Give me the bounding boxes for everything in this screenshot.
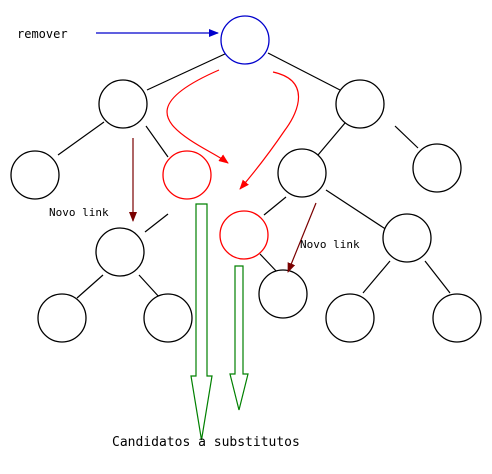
edge-rl-rlr <box>325 189 391 233</box>
candidate-arrow-left <box>190 203 213 441</box>
edge-root-right <box>267 52 341 91</box>
removed-root-node <box>220 15 270 65</box>
edge-rlr-leaf1 <box>362 260 391 294</box>
tree-node <box>95 227 145 277</box>
edge-root-left <box>146 52 228 91</box>
candidate-arrow-right <box>229 265 249 411</box>
tree-node <box>277 148 327 198</box>
candidate-node-left <box>162 150 212 200</box>
edge-lm-leaf1 <box>76 274 104 299</box>
tree-node <box>432 293 482 343</box>
search-path-left <box>166 69 229 164</box>
new-link-label-right: Novo link <box>300 238 360 251</box>
candidates-caption: Candidatos a substitutos <box>112 435 300 450</box>
tree-node <box>382 213 432 263</box>
tree-nodes <box>10 15 482 343</box>
tree-node <box>37 293 87 343</box>
search-path-right <box>239 71 300 190</box>
tree-node <box>335 79 385 129</box>
tree-edges <box>57 52 451 299</box>
edge-candidate-child <box>144 213 169 233</box>
tree-node <box>412 143 462 193</box>
tree-node <box>98 79 148 129</box>
new-link-label-left: Novo link <box>49 206 109 219</box>
edge-l-ll <box>57 121 105 156</box>
tree-node <box>143 293 193 343</box>
remove-label: remover <box>17 27 68 41</box>
edge-rl-candidate <box>263 196 287 216</box>
edge-r-rr <box>394 125 419 149</box>
tree-node <box>10 150 60 200</box>
candidate-node-right <box>219 210 269 260</box>
new-link-arrow-right <box>287 202 317 273</box>
edge-r-rl <box>317 122 346 156</box>
edge-candidate-child2 <box>259 253 279 274</box>
edge-rlr-leaf2 <box>424 260 451 294</box>
edge-l-candidate <box>145 125 169 158</box>
tree-node <box>258 269 308 319</box>
tree-node <box>325 293 375 343</box>
edge-lm-leaf2 <box>138 274 161 299</box>
